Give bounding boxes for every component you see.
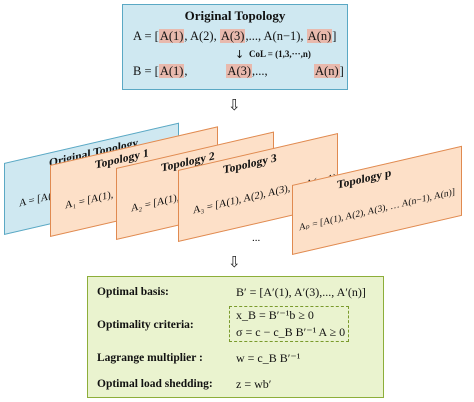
matrix-b-close: ] (339, 64, 344, 78)
column-a2: , A(2), (184, 29, 220, 43)
reduced-cost-equation: σ = c − c_B B′⁻¹ A ≥ 0 (236, 325, 346, 339)
optimal-basis-label: Optimal basis: (97, 286, 169, 298)
lagrange-multiplier-label: Lagrange multiplier : (97, 352, 203, 364)
optimality-box: Optimal basis: B′ = [A′(1), A′(3),..., A… (87, 276, 384, 398)
lagrange-multiplier-equation: w = c_B B′⁻¹ (236, 351, 301, 365)
b-sep-1: , (184, 64, 188, 78)
column-a1: A(1) (158, 29, 185, 43)
card-formula: Aₚ = [A(1), A(2), A(3), … A(n−1), A(n)] (299, 187, 455, 234)
original-topology-title: Original Topology (184, 8, 286, 23)
matrix-b-equation: B = [A(1), A(3),..., A(n)] (133, 64, 344, 79)
original-topology-box: Original Topology A = [A(1), A(2), A(3),… (122, 4, 348, 90)
optimality-criteria-label: Optimality criteria: (97, 319, 194, 331)
down-arrow-icon: ⇩ (228, 253, 241, 271)
down-arrow-icon: ↓ (235, 48, 245, 61)
optimality-criteria-frame (229, 306, 349, 342)
matrix-a-prefix: A = [ (133, 29, 159, 43)
more-topologies-ellipsis: ... (252, 232, 261, 244)
b-column-a1: A(1) (158, 64, 185, 78)
feasibility-equation: x_B = B′⁻¹b ≥ 0 (236, 308, 314, 322)
column-a-mid: ,..., A(n−1), (245, 29, 307, 43)
card-title: Topology p (337, 167, 392, 192)
matrix-a-equation: A = [A(1), A(2), A(3),..., A(n−1), A(n)] (133, 29, 336, 44)
b-column-a3: A(3) (226, 64, 253, 78)
b-sep-2: ,..., (252, 64, 268, 78)
column-selection-label: CoL = (1,3,···,n) (249, 49, 311, 59)
optimal-basis-equation: B′ = [A′(1), A′(3),..., A′(n)] (236, 285, 366, 299)
optimal-load-shedding-label: Optimal load shedding: (97, 378, 213, 390)
down-arrow-icon: ⇩ (228, 96, 241, 114)
matrix-a-close: ] (332, 29, 337, 43)
column-a3: A(3) (219, 29, 246, 43)
column-an: A(n) (306, 29, 333, 43)
matrix-b-prefix: B = [ (133, 64, 159, 78)
b-column-an: A(n) (314, 64, 340, 78)
optimal-load-shedding-equation: z = wb′ (236, 377, 272, 391)
